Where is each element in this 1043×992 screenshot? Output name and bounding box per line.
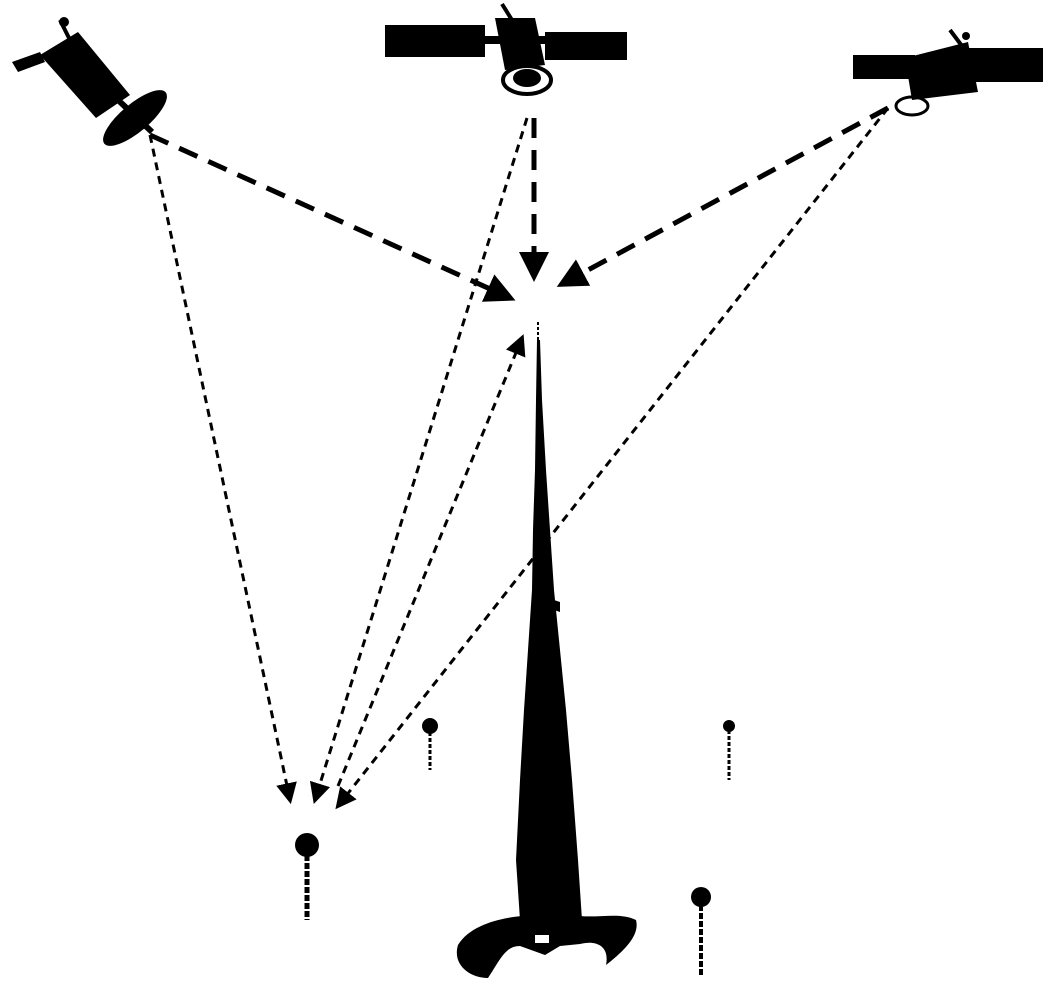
signal-center-to-receiver	[315, 118, 527, 800]
ground-receiver-pin-icon	[723, 720, 735, 780]
satellite-center	[385, 4, 627, 94]
fine-signal-lines	[150, 108, 888, 806]
receiver-a	[295, 833, 319, 920]
receiver-d	[691, 887, 711, 975]
satellite-with-dish-icon	[12, 17, 175, 154]
ground-receiver-pin-icon	[295, 833, 319, 920]
satellite-right	[853, 30, 1043, 115]
ground-receiver-pin-icon	[422, 718, 438, 770]
receiver-c	[723, 720, 735, 780]
skyscraper-tower-icon	[457, 322, 637, 978]
signal-right-to-tower	[562, 108, 888, 284]
signal-left-to-tower	[150, 135, 510, 298]
satellite-with-solar-panels-icon	[853, 30, 1043, 115]
receiver-b	[422, 718, 438, 770]
signal-left-to-receiver	[150, 135, 290, 800]
satellite-with-solar-panels-icon	[385, 4, 627, 94]
satellite-left	[12, 17, 175, 154]
heavy-signal-lines	[150, 108, 888, 298]
ground-receiver-pin-icon	[691, 887, 711, 975]
